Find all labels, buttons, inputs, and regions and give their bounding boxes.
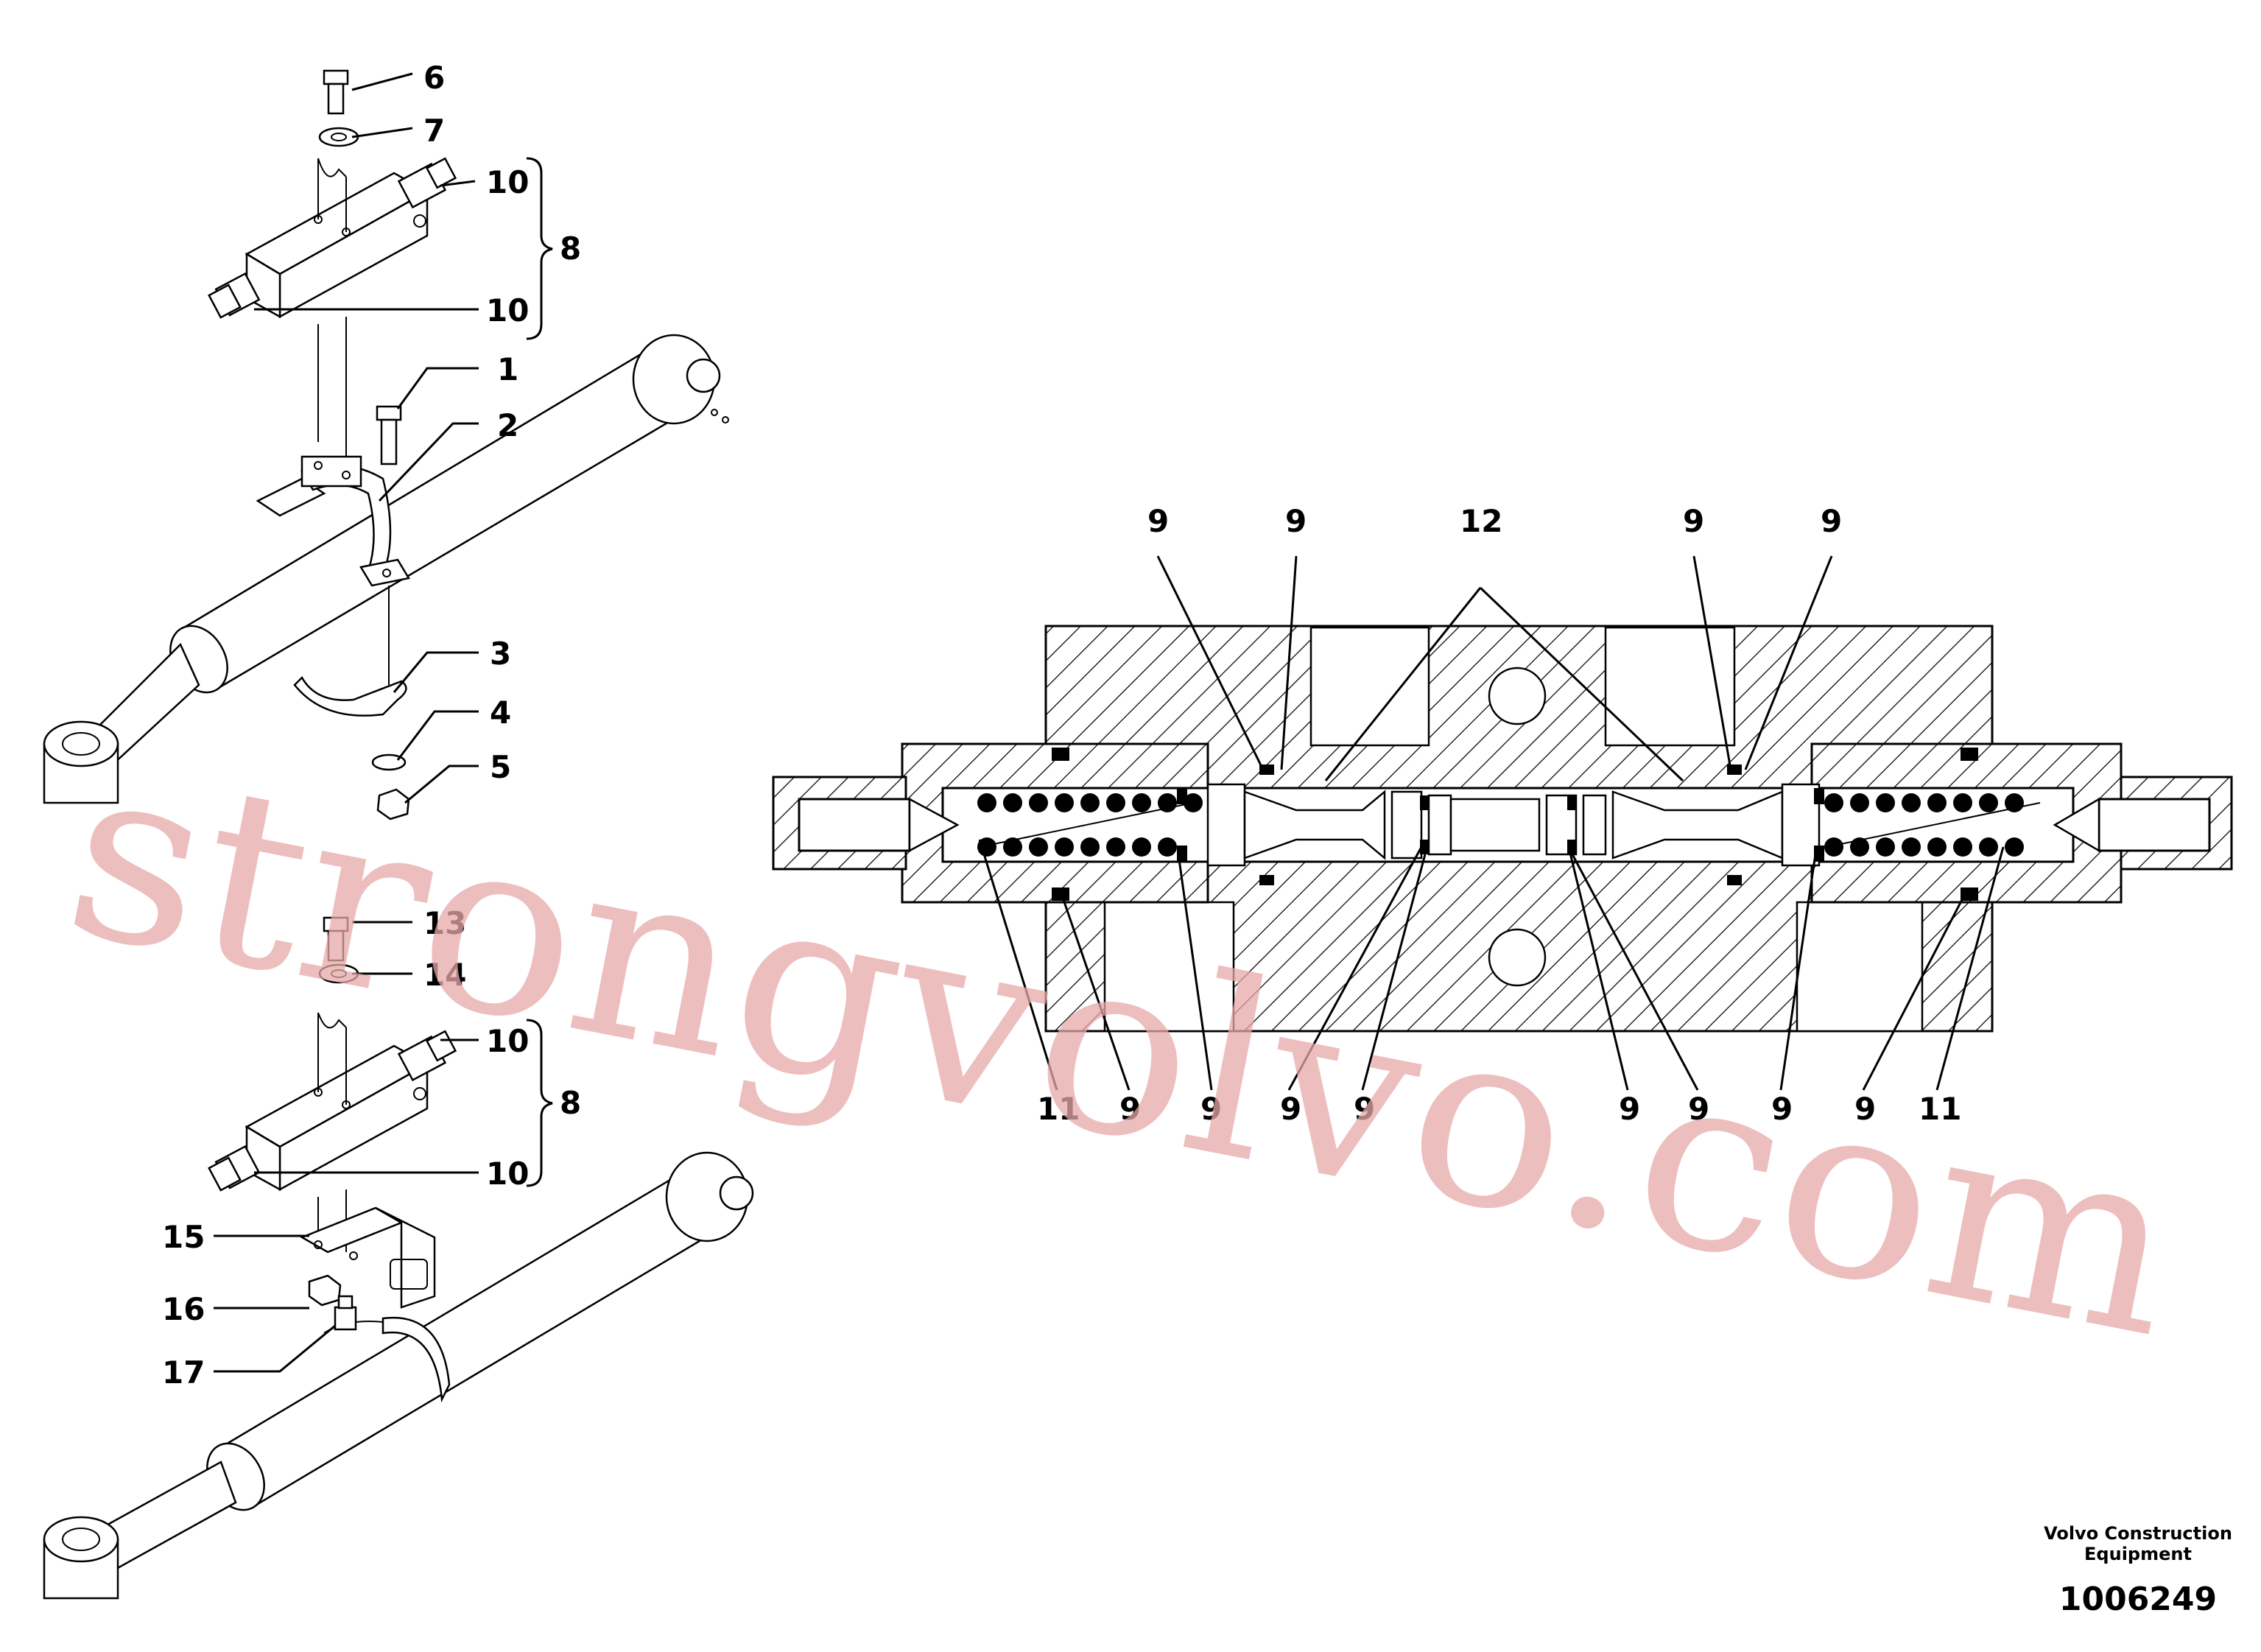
valve-cross-section bbox=[772, 555, 2233, 1091]
callout-1: 1 bbox=[497, 351, 518, 387]
callout-4: 4 bbox=[490, 695, 511, 731]
bracket-15-icon bbox=[300, 1206, 436, 1309]
bolt-1-icon bbox=[376, 405, 402, 465]
spring-right-icon bbox=[1824, 793, 2041, 857]
callout-13: 13 bbox=[423, 905, 466, 941]
upper-assembly bbox=[43, 69, 729, 820]
nut-16-icon bbox=[308, 1274, 342, 1307]
spring-left-icon bbox=[977, 793, 1203, 857]
callout-9-b6: 9 bbox=[1619, 1091, 1640, 1127]
clamp-upper-icon bbox=[256, 455, 410, 587]
lower-assembly bbox=[43, 916, 754, 1600]
screw-6-icon bbox=[323, 69, 349, 115]
valve-block-lower-icon bbox=[208, 1030, 457, 1192]
drawing-number: 1006249 bbox=[2059, 1581, 2217, 1618]
callout-7: 7 bbox=[423, 113, 445, 149]
callout-10-a: 10 bbox=[486, 164, 529, 200]
valve-callouts: 9 9 12 9 9 11 9 9 9 9 9 9 9 9 11 bbox=[1037, 503, 1961, 1127]
callout-14: 14 bbox=[423, 957, 466, 993]
callout-9-b4: 9 bbox=[1280, 1091, 1301, 1127]
brand-line-1: Volvo Construction bbox=[2044, 1523, 2232, 1544]
callout-9-b9: 9 bbox=[1854, 1091, 1876, 1127]
callout-10-b: 10 bbox=[486, 292, 529, 328]
callout-9-t2: 9 bbox=[1285, 503, 1307, 539]
callout-2: 2 bbox=[497, 407, 518, 443]
callout-11-b1: 11 bbox=[1037, 1091, 1080, 1127]
callout-9-b7: 9 bbox=[1688, 1091, 1709, 1127]
callout-3: 3 bbox=[490, 636, 511, 672]
callout-8-b: 8 bbox=[560, 1085, 581, 1121]
callout-10-d: 10 bbox=[486, 1156, 529, 1192]
callout-9-t1: 9 bbox=[1147, 503, 1169, 539]
callout-9-b2: 9 bbox=[1119, 1091, 1141, 1127]
washer-4-icon bbox=[371, 753, 407, 771]
strap-3-icon bbox=[293, 675, 407, 717]
callout-17: 17 bbox=[162, 1354, 205, 1391]
callout-5: 5 bbox=[490, 749, 511, 785]
footer-label: Volvo Construction Equipment 1006249 bbox=[2044, 1523, 2232, 1618]
hydraulic-cylinder-lower-icon bbox=[43, 1151, 754, 1600]
callout-16: 16 bbox=[162, 1291, 205, 1327]
callout-11-b10: 11 bbox=[1919, 1091, 1961, 1127]
left-callouts: 6 7 10 8 10 1 2 3 4 5 13 14 10 8 10 15 1… bbox=[162, 60, 581, 1391]
callout-9-b3: 9 bbox=[1200, 1091, 1222, 1127]
callout-8-a: 8 bbox=[560, 231, 581, 267]
callout-6: 6 bbox=[423, 60, 445, 96]
valve-block-upper-icon bbox=[208, 157, 457, 319]
callout-9-b5: 9 bbox=[1354, 1091, 1375, 1127]
hydraulic-cylinder-upper-icon bbox=[43, 334, 729, 804]
brand-line-2: Equipment bbox=[2084, 1544, 2192, 1564]
callout-9-b8: 9 bbox=[1771, 1091, 1793, 1127]
screw-13-icon bbox=[323, 916, 349, 962]
callout-12: 12 bbox=[1460, 503, 1502, 539]
callout-10-c: 10 bbox=[486, 1023, 529, 1059]
callout-9-t3: 9 bbox=[1683, 503, 1704, 539]
callout-9-t4: 9 bbox=[1821, 503, 1842, 539]
callout-15: 15 bbox=[162, 1219, 205, 1255]
nut-5-icon bbox=[376, 788, 410, 820]
